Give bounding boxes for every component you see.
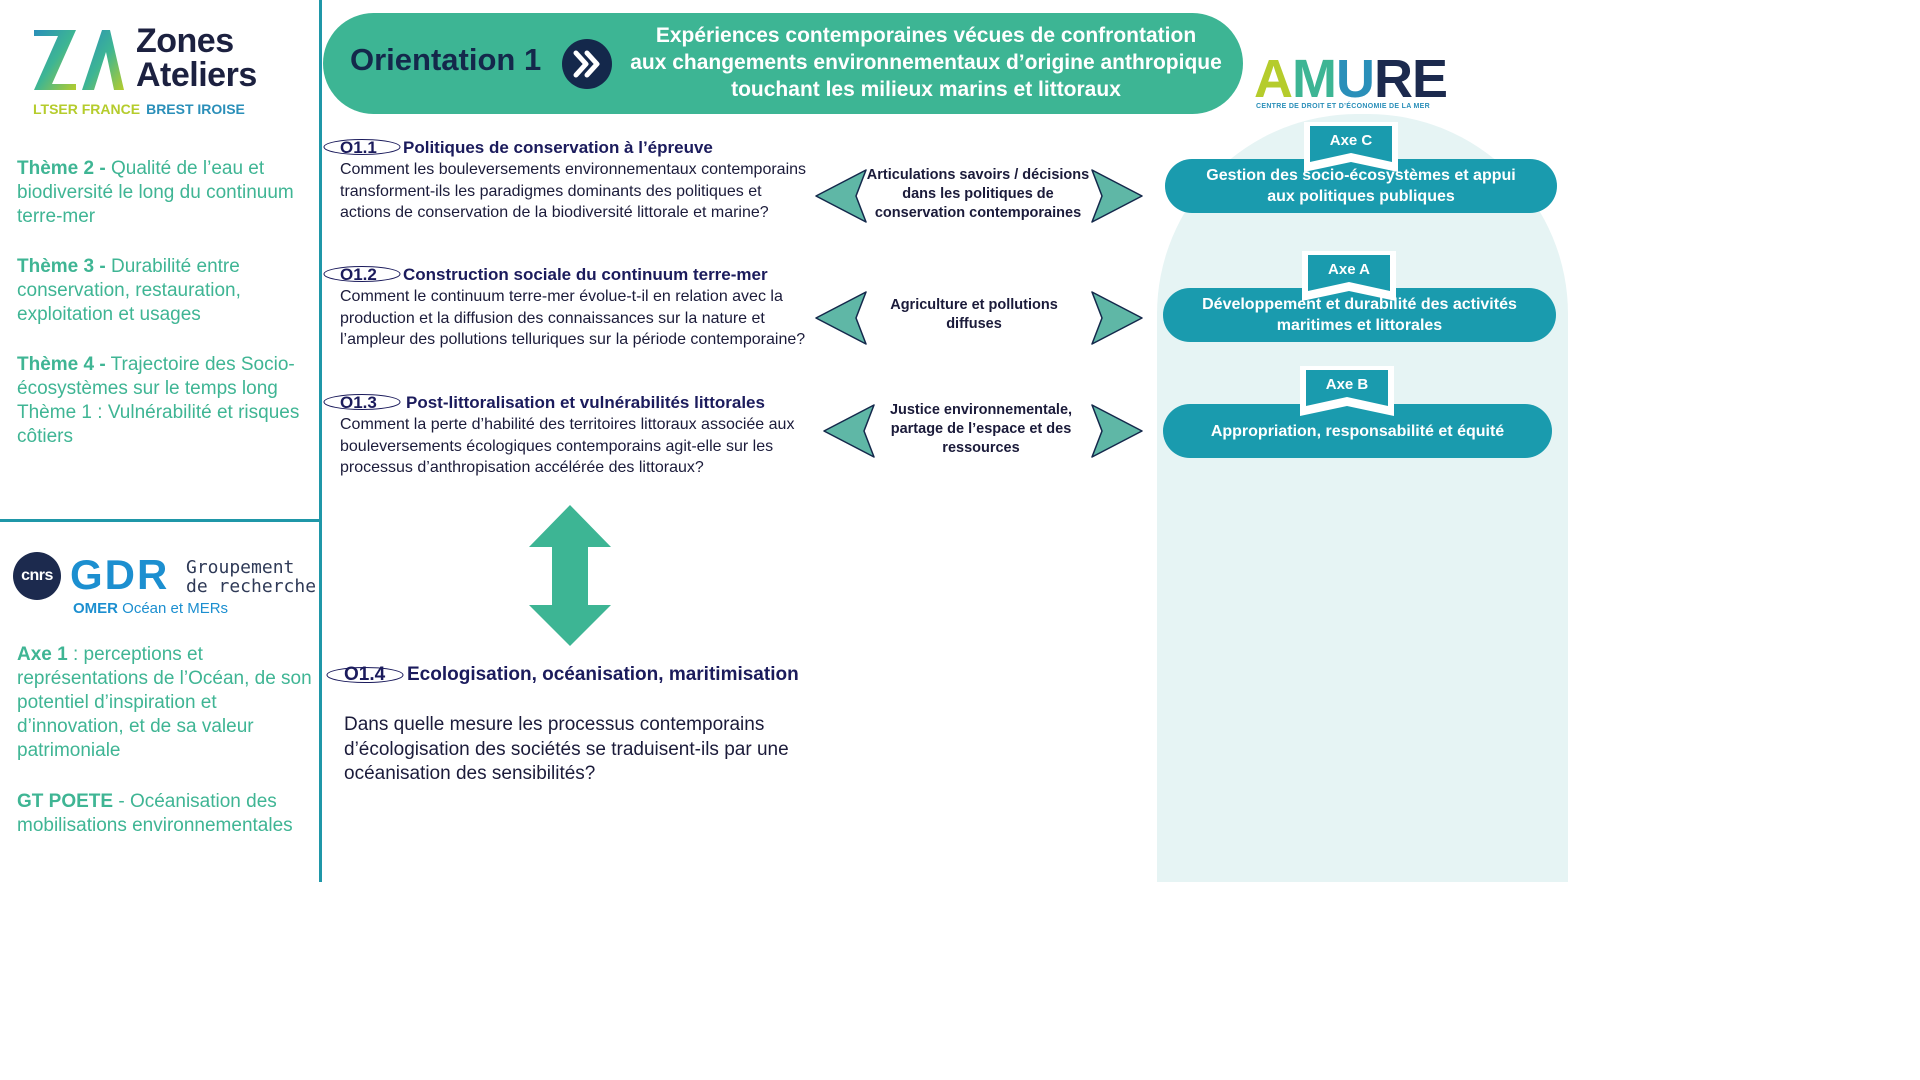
chevron-right-icon — [1091, 404, 1143, 458]
left-divider-vertical — [319, 0, 322, 882]
zones-ateliers-logo-icon — [34, 30, 124, 90]
objective-code-badge — [323, 394, 401, 410]
amure-subtitle: CENTRE DE DROIT ET D’ÉCONOMIE DE LA MER — [1256, 103, 1431, 110]
gt-poete-text: GT POETE - Océanisation des mobilisation… — [17, 791, 293, 836]
objective-code: O1.1 — [340, 138, 377, 157]
link-label: Justice environnementale, partage de l’e… — [889, 402, 1073, 456]
objective-question: Comment les bouleversements environnemen… — [340, 161, 807, 221]
chevron-left-icon — [823, 404, 875, 458]
objective-question: Dans quelle mesure les processus contemp… — [344, 714, 789, 784]
objective-question: Comment le continuum terre-mer évolue-t-… — [340, 288, 806, 348]
axe-b-ribbon-icon — [1300, 366, 1394, 416]
chevron-left-icon — [815, 169, 867, 223]
objective-code-badge — [323, 266, 401, 282]
objective-title: Construction sociale du continuum terre-… — [403, 265, 768, 284]
objective-title: Ecologisation, océanisation, maritimisat… — [407, 664, 799, 685]
objective-code: O1.4 — [344, 664, 386, 685]
axe-a-label: Axe A — [1328, 261, 1370, 278]
objective-title: Post-littoralisation et vulnérabilités l… — [406, 393, 765, 412]
axe-c-label: Axe C — [1329, 132, 1373, 149]
link-label: Agriculture et pollutions diffuses — [890, 297, 1058, 332]
axe-a-pill: Développement et durabilité des activité… — [1163, 288, 1556, 342]
link-label: Articulations savoirs / décisions dans l… — [866, 167, 1090, 221]
theme-2: Thème 2 - Qualité de l’eau et biodiversi… — [17, 158, 294, 227]
omer-label: OMER Océan et MERs — [73, 600, 229, 617]
axes-panel — [1157, 114, 1568, 882]
amure-logo: AMURE — [1254, 49, 1448, 109]
axe-1-text: Axe 1 : perceptions et représentations d… — [17, 644, 312, 761]
objective-code: O1.2 — [340, 265, 377, 284]
orientation-banner — [323, 13, 1243, 114]
double-chevron-icon — [562, 39, 612, 89]
axe-c-ribbon-icon — [1304, 122, 1398, 172]
orientation-title: Orientation 1 — [350, 42, 542, 77]
objective-code: O1.3 — [340, 393, 377, 412]
gdr-logo: GDR — [70, 551, 170, 598]
double-arrow-vertical-icon — [529, 505, 611, 646]
chevron-left-icon — [815, 291, 867, 345]
left-divider-horizontal — [0, 519, 321, 522]
cnrs-logo-icon: cnrs — [13, 552, 61, 600]
objective-code-badge — [326, 667, 404, 683]
objective-title: Politiques de conservation à l’épreuve — [403, 138, 713, 157]
chevron-right-icon — [1091, 169, 1143, 223]
orientation-description: Expériences contemporaines vécues de con… — [630, 24, 1222, 101]
chevron-right-icon — [1091, 291, 1143, 345]
objective-question: Comment la perte d’habilité des territoi… — [340, 416, 795, 476]
zones-ateliers-title: Zones Ateliers — [136, 22, 257, 94]
axe-a-ribbon-icon — [1302, 251, 1396, 301]
theme-4: Thème 4 - Trajectoire des Socio-écosystè… — [17, 354, 300, 447]
axe-b-label: Axe B — [1325, 376, 1369, 393]
objective-code-badge — [323, 139, 401, 155]
gdr-subtitle: Groupement de recherche — [186, 557, 317, 597]
axe-c-pill: Gestion des socio-écosystèmes et appui a… — [1165, 159, 1557, 213]
axe-b-pill: Appropriation, responsabilité et équité — [1163, 404, 1552, 458]
theme-3: Thème 3 - Durabilité entre conservation,… — [17, 256, 241, 325]
